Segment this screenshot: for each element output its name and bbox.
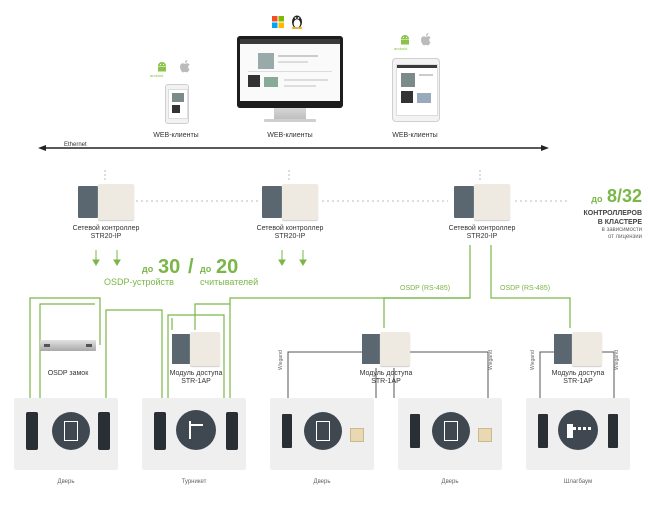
tablet <box>392 58 440 122</box>
reader-wiegand <box>282 414 292 448</box>
access-module-2 <box>362 332 410 366</box>
windows-icon <box>272 16 284 28</box>
osdp-lock-label: OSDP замок <box>47 370 89 377</box>
panel-door-1 <box>14 398 118 470</box>
controller-1-line2: STR20-IP <box>90 233 122 240</box>
access-module-2-line1: Модуль доступа <box>359 370 413 377</box>
monitor-stand <box>274 108 306 120</box>
android-caption-2: android <box>394 46 408 51</box>
panel-label-3: Дверь <box>313 479 331 485</box>
access-module-2-line2: STR-1AP <box>371 378 401 385</box>
panel-door-2 <box>270 398 374 470</box>
osdp-prefix2: до <box>200 264 212 274</box>
panel-label-5: Шлагбаум <box>563 479 593 485</box>
controller-2-line2: STR20-IP <box>274 233 306 240</box>
osdp-label1: OSDP-устройств <box>104 277 174 287</box>
access-module-1-line1: Модуль доступа <box>169 370 223 377</box>
access-module-2-label: Модуль доступа STR-1AP <box>350 370 422 386</box>
osdp-label2: считывателей <box>200 277 259 287</box>
access-module-3-line2: STR-1AP <box>563 378 593 385</box>
apple-icon <box>180 60 191 73</box>
exit-button <box>350 428 364 442</box>
barrier-icon <box>558 410 598 450</box>
android-icon <box>155 60 169 74</box>
osdp-lock <box>40 340 96 351</box>
reader-osdp <box>26 412 38 450</box>
door-icon <box>52 412 90 450</box>
controller-2-line1: Сетевой контроллер <box>256 225 324 232</box>
panel-label-4: Дверь <box>441 479 459 485</box>
cluster-line2: В КЛАСТЕРЕ <box>597 219 642 226</box>
panel-turnstile <box>142 398 246 470</box>
cluster-prefix: до <box>591 194 603 204</box>
exit-button <box>478 428 492 442</box>
ethernet-arrow-right <box>541 145 549 151</box>
turnstile-icon <box>176 410 216 450</box>
access-module-1 <box>172 332 220 366</box>
reader-wiegand <box>608 414 618 448</box>
access-module-3-label: Модуль доступа STR-1AP <box>542 370 614 386</box>
apple-icon-2 <box>421 33 432 46</box>
panel-barrier <box>526 398 630 470</box>
controller-3-label: Сетевой контроллер STR20-IP <box>442 225 522 241</box>
android-caption: android <box>150 73 164 78</box>
controller-3-line2: STR20-IP <box>466 233 498 240</box>
reader-osdp <box>226 412 238 450</box>
panel-label-1: Дверь <box>57 479 75 485</box>
web-clients-label-center: WEB-клиенты <box>267 132 313 139</box>
panel-door-3 <box>398 398 502 470</box>
ethernet-label: Ethernet <box>64 142 87 148</box>
cluster-line1: КОНТРОЛЛЕРОВ <box>583 210 642 217</box>
cluster-line3: в зависимости <box>601 227 642 233</box>
bus-label-2: OSDP (RS-485) <box>500 285 551 292</box>
access-module-1-label: Модуль доступа STR-1AP <box>160 370 232 386</box>
bus-label-1: OSDP (RS-485) <box>400 285 451 292</box>
web-clients-label-right: WEB-клиенты <box>392 132 438 139</box>
wiegand-label-2: Wiegand <box>488 350 494 370</box>
linux-icon <box>291 14 303 29</box>
android-icon-2 <box>398 33 412 47</box>
door-icon <box>304 412 342 450</box>
access-module-3-line1: Модуль доступа <box>551 370 605 377</box>
osdp-prefix1: до <box>142 264 154 274</box>
wiegand-label-4: Wiegand <box>614 350 620 370</box>
cluster-note: до 8/32 КОНТРОЛЛЕРОВ В КЛАСТЕРЕ в зависи… <box>540 186 642 241</box>
wiegand-label-3: Wiegand <box>530 350 536 370</box>
reader-wiegand <box>410 414 420 448</box>
wiegand-label-1: Wiegand <box>278 350 284 370</box>
cluster-line4: от лицензии <box>608 234 642 240</box>
panel-label-2: Турникет <box>181 479 207 485</box>
controller-1-label: Сетевой контроллер STR20-IP <box>66 225 146 241</box>
controller-1 <box>78 184 134 220</box>
osdp-number2: 20 <box>216 256 239 278</box>
controller-1-line1: Сетевой контроллер <box>72 225 140 232</box>
door-icon <box>432 412 470 450</box>
controller-3 <box>454 184 510 220</box>
ethernet-arrow-left <box>38 145 46 151</box>
controller-2 <box>262 184 318 220</box>
monitor <box>237 36 343 108</box>
reader-osdp <box>154 412 166 450</box>
controller-2-label: Сетевой контроллер STR20-IP <box>250 225 330 241</box>
osdp-separator: / <box>188 256 194 278</box>
cluster-number: 8/32 <box>606 186 642 206</box>
reader-wiegand <box>538 414 548 448</box>
smartphone <box>165 84 189 124</box>
access-module-1-line2: STR-1AP <box>181 378 211 385</box>
osdp-number1: 30 <box>158 256 181 278</box>
controller-3-line1: Сетевой контроллер <box>448 225 516 232</box>
access-module-3 <box>554 332 602 366</box>
reader-osdp <box>98 412 110 450</box>
web-clients-label-left: WEB-клиенты <box>153 132 199 139</box>
osdp-capacity: до 30 / до 20 OSDP-устройств считывателе… <box>104 256 284 290</box>
